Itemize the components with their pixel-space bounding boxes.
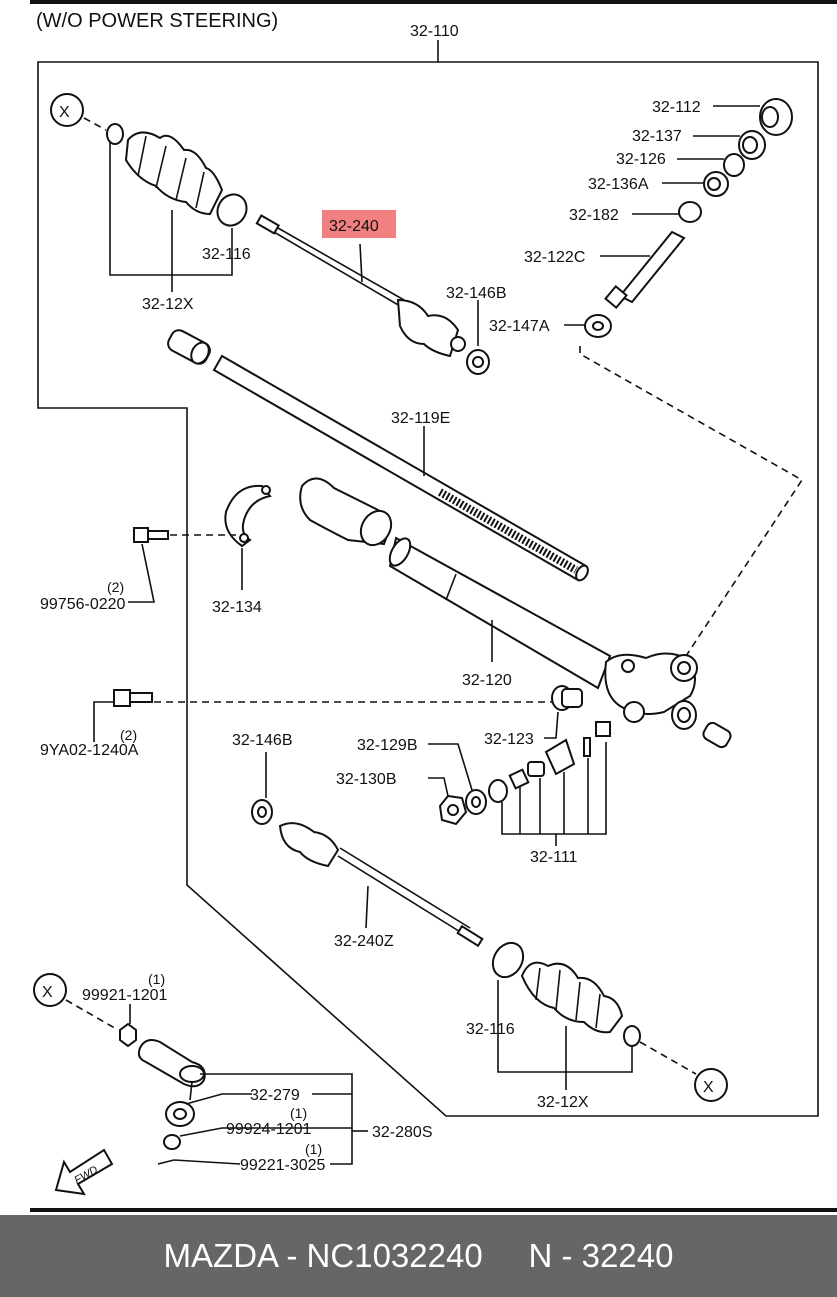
cap-right[interactable] — [701, 721, 733, 750]
part-label-32-279[interactable]: 32-279 — [250, 1087, 300, 1104]
clamp-32-116-bot[interactable] — [487, 937, 529, 982]
nut-99921-1201[interactable] — [119, 1022, 137, 1048]
quantity-99921-1201: (1) — [148, 971, 165, 987]
pinion-32-122c[interactable] — [604, 230, 686, 310]
quantity-99221-3025: (1) — [305, 1141, 322, 1157]
bushing-32-123[interactable] — [551, 685, 583, 711]
assembly-outline — [37, 61, 819, 1117]
nut-99924-1201[interactable] — [163, 1134, 181, 1150]
ring-32-126[interactable] — [723, 153, 745, 177]
bottom-rule — [30, 1208, 837, 1212]
fwd-arrow-icon: FWD — [54, 1148, 114, 1196]
clamp-32-116-top[interactable] — [212, 189, 252, 231]
reference-marker-bottom-right: X — [694, 1068, 728, 1102]
part-label-32-136a[interactable]: 32-136A — [588, 176, 649, 193]
spring-32-129b[interactable] — [465, 789, 487, 815]
cotter-pin-99221-3025[interactable] — [157, 1159, 175, 1165]
bolt-9ya02-1240a[interactable] — [113, 689, 153, 707]
tie-rod-32-240z[interactable] — [278, 822, 484, 948]
footer-bar: MAZDA - NC1032240 N - 32240 — [0, 1215, 837, 1297]
part-label-32-123[interactable]: 32-123 — [484, 731, 534, 748]
part-label-32-12x-top[interactable]: 32-12X — [142, 296, 194, 313]
bushing-upper[interactable] — [165, 327, 212, 366]
diagram-title: (W/O POWER STEERING) — [36, 10, 278, 32]
part-label-32-122c[interactable]: 32-122C — [524, 249, 585, 266]
part-label-32-119e[interactable]: 32-119E — [391, 410, 450, 427]
parts-diagram: (W/O POWER STEERING) 32-110 32-112 32-13… — [30, 0, 837, 1212]
part-label-32-147a[interactable]: 32-147A — [489, 318, 550, 335]
oil-seal-32-112[interactable] — [759, 98, 793, 136]
boot-32-279[interactable] — [165, 1101, 195, 1127]
tie-rod-end-32-280s[interactable] — [137, 1039, 206, 1101]
footer-part-number: MAZDA - NC1032240 N - 32240 — [163, 1237, 674, 1274]
part-label-9ya02-1240a[interactable]: 9YA02-1240A — [40, 742, 139, 759]
locknut-32-130b[interactable] — [438, 794, 468, 826]
part-label-32-116-bot[interactable]: 32-116 — [466, 1021, 515, 1038]
part-label-32-112[interactable]: 32-112 — [652, 99, 701, 116]
part-label-32-280s[interactable]: 32-280S — [372, 1124, 433, 1141]
housing-32-120[interactable] — [386, 535, 698, 723]
svg-text:X: X — [42, 984, 53, 1001]
part-label-99756-0220[interactable]: 99756-0220 — [40, 596, 126, 613]
part-label-32-126[interactable]: 32-126 — [616, 151, 666, 168]
ring-32-182[interactable] — [678, 201, 702, 223]
svg-text:X: X — [703, 1079, 714, 1096]
highlight-32-240 — [322, 210, 396, 238]
boot-32-146b-mid[interactable] — [251, 799, 273, 825]
part-label-32-134[interactable]: 32-134 — [212, 599, 262, 616]
boot-32-146b-top[interactable] — [466, 349, 490, 375]
quantity-99756-0220: (2) — [107, 579, 124, 595]
part-label-32-116-top[interactable]: 32-116 — [202, 246, 251, 263]
part-label-32-182[interactable]: 32-182 — [569, 207, 619, 224]
part-label-32-146b-top[interactable]: 32-146B — [446, 285, 507, 302]
tie-rod-32-240[interactable] — [255, 214, 466, 358]
adjuster-parts-32-111[interactable] — [488, 721, 611, 803]
clip-32-12x-bot[interactable] — [623, 1025, 641, 1047]
adjuster-right[interactable] — [671, 700, 697, 730]
quantity-99924-1201: (1) — [290, 1105, 307, 1121]
part-label-32-12x-bot[interactable]: 32-12X — [537, 1094, 589, 1111]
part-label-32-240[interactable]: 32-240 — [329, 218, 379, 235]
quantity-9ya02-1240a: (2) — [120, 727, 137, 743]
part-label-32-111[interactable]: 32-111 — [530, 849, 578, 866]
part-label-32-240z[interactable]: 32-240Z — [334, 933, 394, 950]
bracket-32-134[interactable] — [224, 484, 272, 548]
boot-32-12x-bot[interactable] — [520, 961, 624, 1034]
part-label-99221-3025[interactable]: 99221-3025 — [240, 1157, 326, 1174]
part-label-32-129b[interactable]: 32-129B — [357, 737, 418, 754]
part-label-32-146b-mid[interactable]: 32-146B — [232, 732, 293, 749]
part-label-32-120[interactable]: 32-120 — [462, 672, 512, 689]
part-label-32-110[interactable]: 32-110 — [410, 23, 459, 40]
reference-marker-bottom-left: X — [33, 973, 67, 1007]
reference-marker-top: X — [50, 93, 84, 127]
top-rule — [30, 0, 837, 4]
part-label-32-137[interactable]: 32-137 — [632, 128, 682, 145]
boot-32-12x-top[interactable] — [124, 131, 224, 216]
bearing-32-136a[interactable] — [703, 171, 729, 197]
part-label-99924-1201[interactable]: 99924-1201 — [226, 1121, 312, 1138]
boot-housing-left[interactable] — [299, 477, 397, 550]
part-label-99921-1201[interactable]: 99921-1201 — [82, 987, 168, 1004]
rack-32-119e[interactable] — [212, 354, 590, 582]
part-label-32-130b[interactable]: 32-130B — [336, 771, 397, 788]
clip-32-12x-top[interactable] — [106, 123, 124, 145]
washer-32-137[interactable] — [738, 130, 766, 160]
bolt-99756-0220[interactable] — [133, 527, 169, 543]
svg-text:X: X — [59, 104, 70, 121]
washer-32-147a[interactable] — [584, 314, 612, 338]
